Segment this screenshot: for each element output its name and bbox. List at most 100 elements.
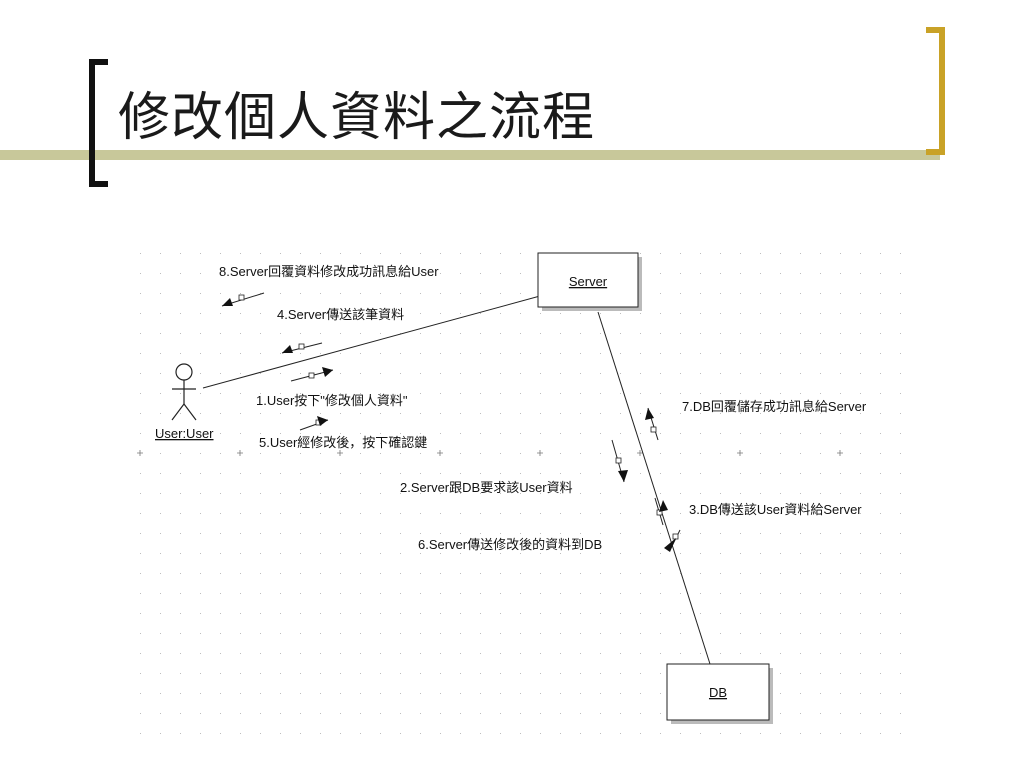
grid-dot: [260, 433, 261, 434]
grid-dot: [800, 693, 801, 694]
grid-dot: [320, 613, 321, 614]
grid-dot: [740, 253, 741, 254]
grid-dot: [480, 253, 481, 254]
grid-dot: [140, 273, 141, 274]
grid-dot: [240, 553, 241, 554]
grid-dot: [300, 633, 301, 634]
db-object-box[interactable]: DB: [666, 663, 773, 724]
grid-dot: [180, 733, 181, 734]
grid-dot: [520, 593, 521, 594]
grid-dot: [640, 653, 641, 654]
grid-dot: [560, 713, 561, 714]
grid-dot: [780, 313, 781, 314]
grid-dot: [760, 393, 761, 394]
grid-dot: [320, 553, 321, 554]
stick-figure-actor-icon[interactable]: [171, 363, 197, 421]
grid-dot: [680, 613, 681, 614]
grid-dot: [740, 273, 741, 274]
grid-dot: [160, 313, 161, 314]
grid-dot: [500, 273, 501, 274]
grid-dot: [260, 253, 261, 254]
grid-dot: [580, 473, 581, 474]
server-object-box[interactable]: Server: [537, 252, 642, 311]
grid-dot: [500, 713, 501, 714]
grid-dot: [160, 273, 161, 274]
grid-dot: [720, 513, 721, 514]
grid-dot: [380, 713, 381, 714]
grid-dot: [380, 693, 381, 694]
grid-dot: [900, 493, 901, 494]
grid-dot: [880, 473, 881, 474]
grid-dot: [520, 653, 521, 654]
grid-dot: [340, 573, 341, 574]
grid-dot: [780, 613, 781, 614]
grid-dot: [520, 493, 521, 494]
grid-dot: [660, 613, 661, 614]
grid-dot: [820, 273, 821, 274]
grid-dot: [220, 613, 221, 614]
grid-dot: [820, 453, 821, 454]
grid-dot: [740, 333, 741, 334]
grid-dot: [760, 493, 761, 494]
grid-dot: [620, 553, 621, 554]
grid-dot: [340, 553, 341, 554]
grid-dot: [640, 673, 641, 674]
grid-dot: [160, 593, 161, 594]
grid-dot: [600, 313, 601, 314]
grid-dot: [420, 293, 421, 294]
right-bracket-icon: [926, 27, 945, 155]
grid-dot: [600, 633, 601, 634]
grid-dot: [640, 393, 641, 394]
grid-dot: [240, 253, 241, 254]
grid-dot: [320, 253, 321, 254]
grid-dot: [540, 353, 541, 354]
grid-dot: [800, 573, 801, 574]
grid-dot: [780, 553, 781, 554]
grid-dot: [620, 613, 621, 614]
grid-dot: [420, 653, 421, 654]
grid-dot: [300, 353, 301, 354]
grid-dot: [320, 393, 321, 394]
grid-dot: [580, 673, 581, 674]
grid-dot: [340, 273, 341, 274]
grid-dot: [420, 553, 421, 554]
grid-dot: [480, 613, 481, 614]
grid-dot: [700, 353, 701, 354]
grid-dot: [240, 393, 241, 394]
grid-dot: [440, 293, 441, 294]
grid-dot: [140, 713, 141, 714]
grid-dot: [360, 333, 361, 334]
grid-dot: [860, 373, 861, 374]
grid-dot: [820, 473, 821, 474]
grid-dot: [700, 593, 701, 594]
grid-dot: [640, 513, 641, 514]
grid-dot: [420, 373, 421, 374]
grid-dot: [680, 273, 681, 274]
grid-dot: [580, 393, 581, 394]
grid-dot: [560, 553, 561, 554]
grid-dot: [500, 593, 501, 594]
grid-dot: [200, 533, 201, 534]
link-server-db: [597, 311, 711, 665]
grid-dot: [180, 593, 181, 594]
grid-dot: [380, 653, 381, 654]
grid-dot: [160, 693, 161, 694]
grid-dot: [480, 673, 481, 674]
grid-dot: [600, 693, 601, 694]
grid-dot: [560, 693, 561, 694]
grid-dot: [880, 373, 881, 374]
grid-dot: [180, 413, 181, 414]
grid-dot: [320, 653, 321, 654]
grid-dot: [400, 313, 401, 314]
grid-dot: [900, 393, 901, 394]
grid-dot: [360, 633, 361, 634]
grid-dot: [380, 733, 381, 734]
grid-dot: [560, 673, 561, 674]
grid-dot: [300, 373, 301, 374]
grid-dot: [360, 353, 361, 354]
grid-dot: [440, 433, 441, 434]
grid-dot: [300, 413, 301, 414]
grid-dot: [360, 533, 361, 534]
grid-dot: [420, 513, 421, 514]
grid-dot: [800, 333, 801, 334]
